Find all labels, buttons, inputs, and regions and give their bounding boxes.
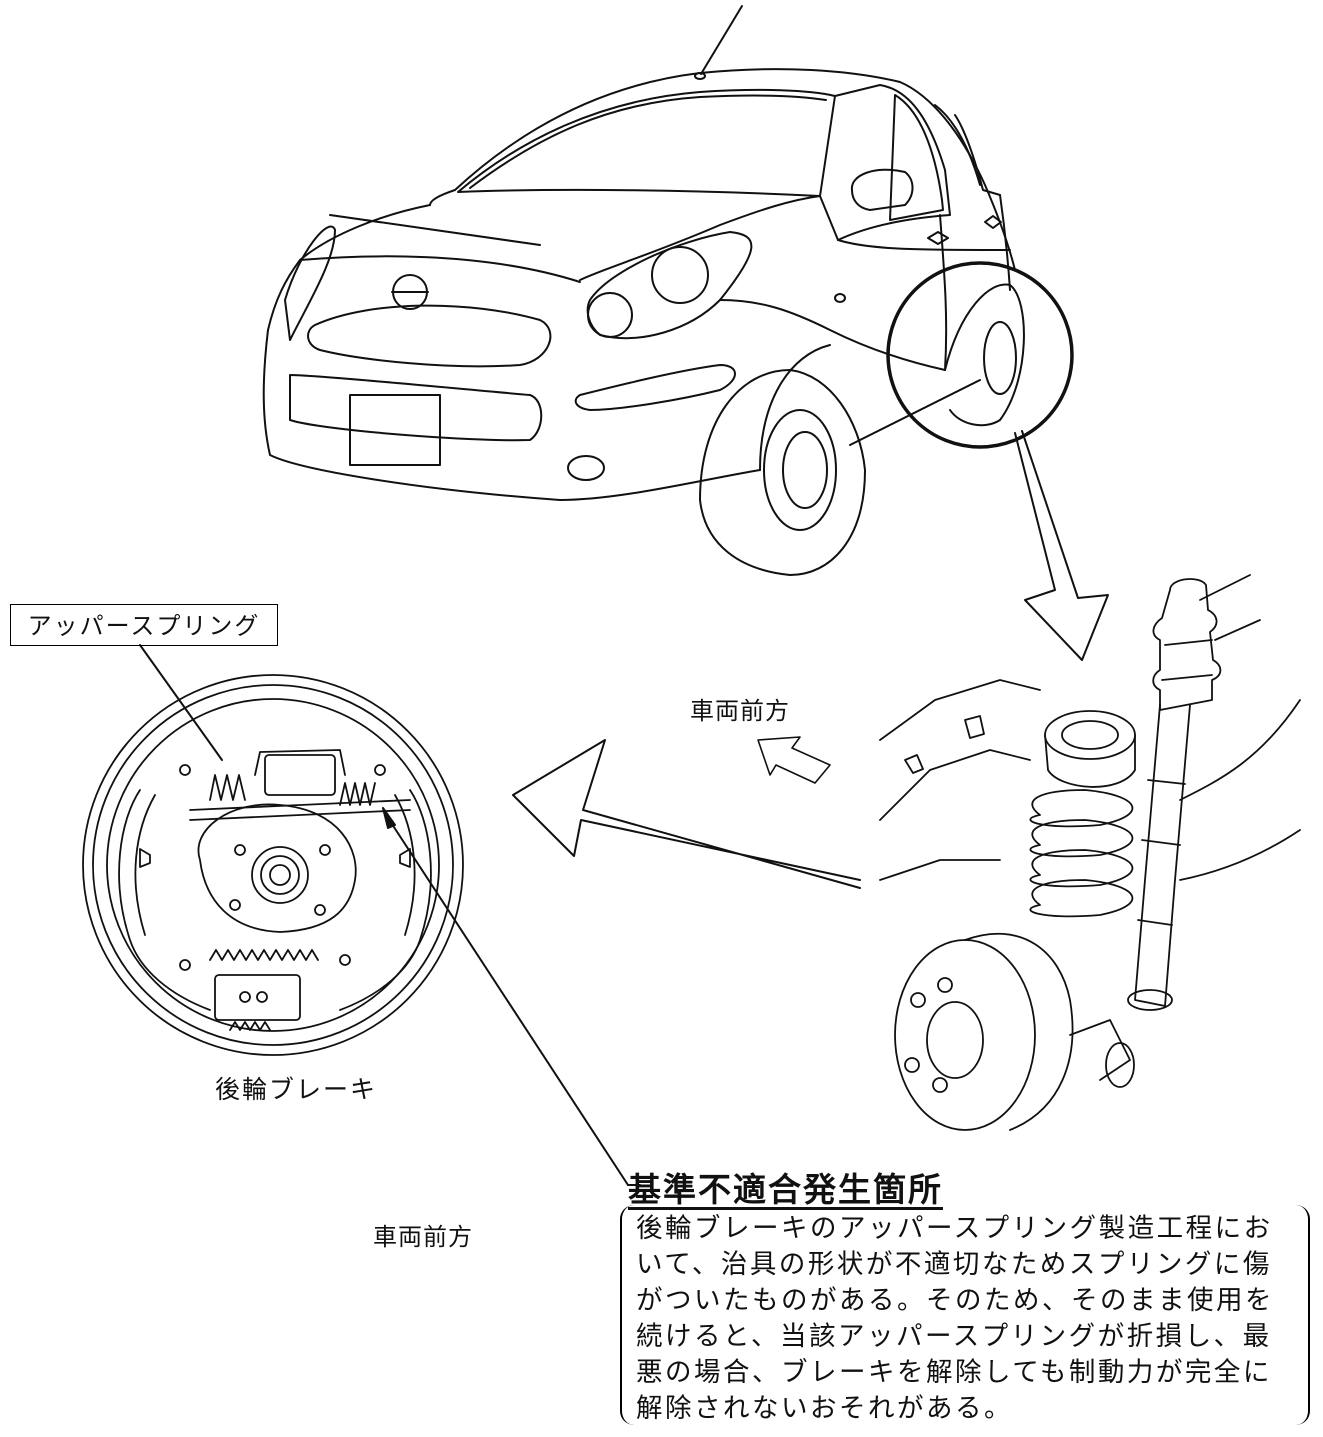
defect-leader-line bbox=[382, 807, 641, 1186]
arrow-to-brake bbox=[512, 739, 861, 889]
spring-leader-line bbox=[139, 644, 223, 761]
arrow-to-suspension bbox=[1014, 430, 1109, 661]
rear-brake-illustration bbox=[82, 674, 464, 1056]
rear-brake-caption: 後輪ブレーキ bbox=[215, 1075, 378, 1104]
highlight-circle bbox=[886, 261, 1074, 449]
vehicle-front-label-lower: 車両前方 bbox=[373, 1223, 473, 1251]
car-illustration bbox=[262, 5, 1074, 576]
defect-location-title: 基準不適合発生箇所 bbox=[628, 1170, 943, 1209]
defect-description: 後輪ブレーキのアッパースプリング製造工程において、治具の形状が不適切なためスプリ… bbox=[636, 1213, 1274, 1424]
front-direction-arrow bbox=[757, 736, 831, 784]
vehicle-front-label: 車両前方 bbox=[690, 697, 790, 725]
defect-description-box: 後輪ブレーキのアッパースプリング製造工程において、治具の形状が不適切なためスプリ… bbox=[620, 1205, 1310, 1425]
suspension-illustration bbox=[879, 574, 1301, 1131]
upper-spring-label: アッパースプリング bbox=[10, 604, 278, 646]
